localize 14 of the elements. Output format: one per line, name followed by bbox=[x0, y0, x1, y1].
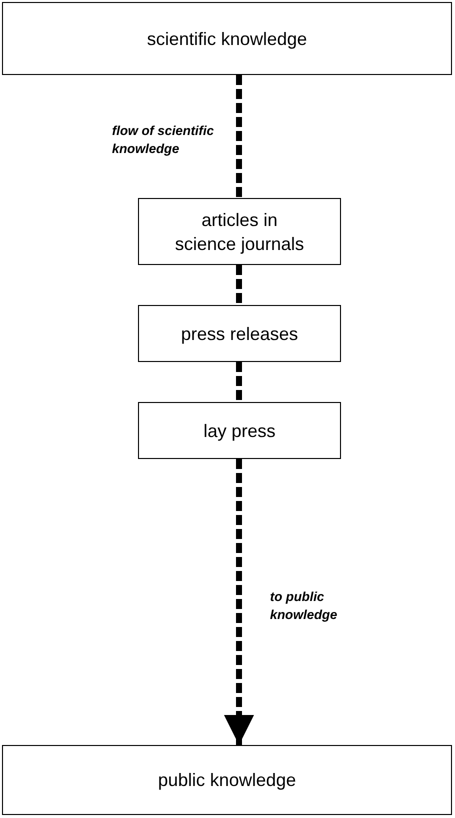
process-box bbox=[2, 745, 452, 815]
box-label: public knowledge bbox=[158, 769, 296, 792]
connector-line bbox=[236, 75, 242, 198]
process-box bbox=[138, 198, 341, 265]
box-label: articles in science journals bbox=[174, 208, 306, 256]
arrow bbox=[224, 459, 254, 745]
connector-line bbox=[236, 362, 242, 402]
connector-line bbox=[236, 265, 242, 305]
box-label: lay press bbox=[203, 420, 276, 442]
process-box bbox=[138, 305, 341, 362]
process-box bbox=[138, 402, 341, 459]
process-box bbox=[2, 2, 452, 75]
box-label: scientific knowledge bbox=[146, 28, 308, 50]
box-label: press releases bbox=[180, 322, 298, 346]
